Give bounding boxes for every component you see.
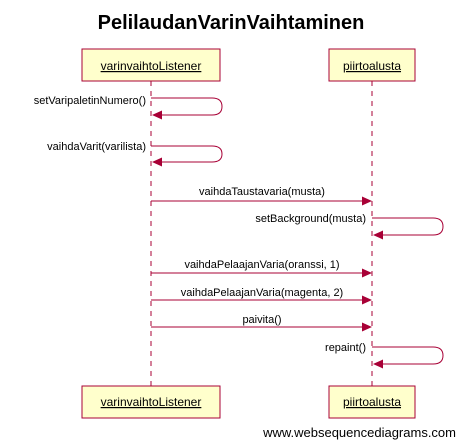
participant-listener-label: varinvaihtoListener bbox=[101, 395, 202, 409]
message-paivita: paivita() bbox=[151, 314, 372, 332]
message-vaihdapelaajanvaria-2: vaihdaPelaajanVaria(magenta, 2) bbox=[151, 287, 372, 305]
participant-board-label: piirtoalusta bbox=[343, 395, 401, 409]
message-label: vaihdaVarit(varilista) bbox=[47, 141, 146, 153]
message-vaihdapelaajanvaria-1: vaihdaPelaajanVaria(oranssi, 1) bbox=[151, 259, 372, 278]
message-setvaripaletinnumero: setVaripaletinNumero() bbox=[34, 95, 223, 120]
message-label: vaihdaTaustavaria(musta) bbox=[199, 186, 325, 198]
message-repaint: repaint() bbox=[325, 342, 444, 369]
message-label: setBackground(musta) bbox=[255, 213, 366, 225]
participant-listener-top[interactable]: varinvaihtoListener bbox=[81, 48, 221, 82]
diagram-title: PelilaudanVarinVaihtaminen bbox=[98, 12, 365, 34]
participant-listener-label: varinvaihtoListener bbox=[101, 59, 202, 73]
message-vaihdataustavaria: vaihdaTaustavaria(musta) bbox=[151, 186, 372, 206]
watermark-text: www.websequencediagrams.com bbox=[262, 425, 456, 440]
message-label: vaihdaPelaajanVaria(magenta, 2) bbox=[181, 287, 343, 299]
message-label: setVaripaletinNumero() bbox=[34, 95, 146, 107]
message-label: paivita() bbox=[242, 314, 281, 326]
participant-board-label: piirtoalusta bbox=[343, 59, 401, 73]
participant-board-top[interactable]: piirtoalusta bbox=[328, 48, 416, 82]
message-vaihdavarit: vaihdaVarit(varilista) bbox=[47, 141, 223, 167]
message-label: vaihdaPelaajanVaria(oranssi, 1) bbox=[184, 259, 339, 271]
message-label: repaint() bbox=[325, 342, 366, 354]
message-setbackground: setBackground(musta) bbox=[255, 213, 444, 240]
participant-board-bottom[interactable]: piirtoalusta bbox=[328, 385, 416, 419]
participant-listener-bottom[interactable]: varinvaihtoListener bbox=[81, 385, 221, 419]
